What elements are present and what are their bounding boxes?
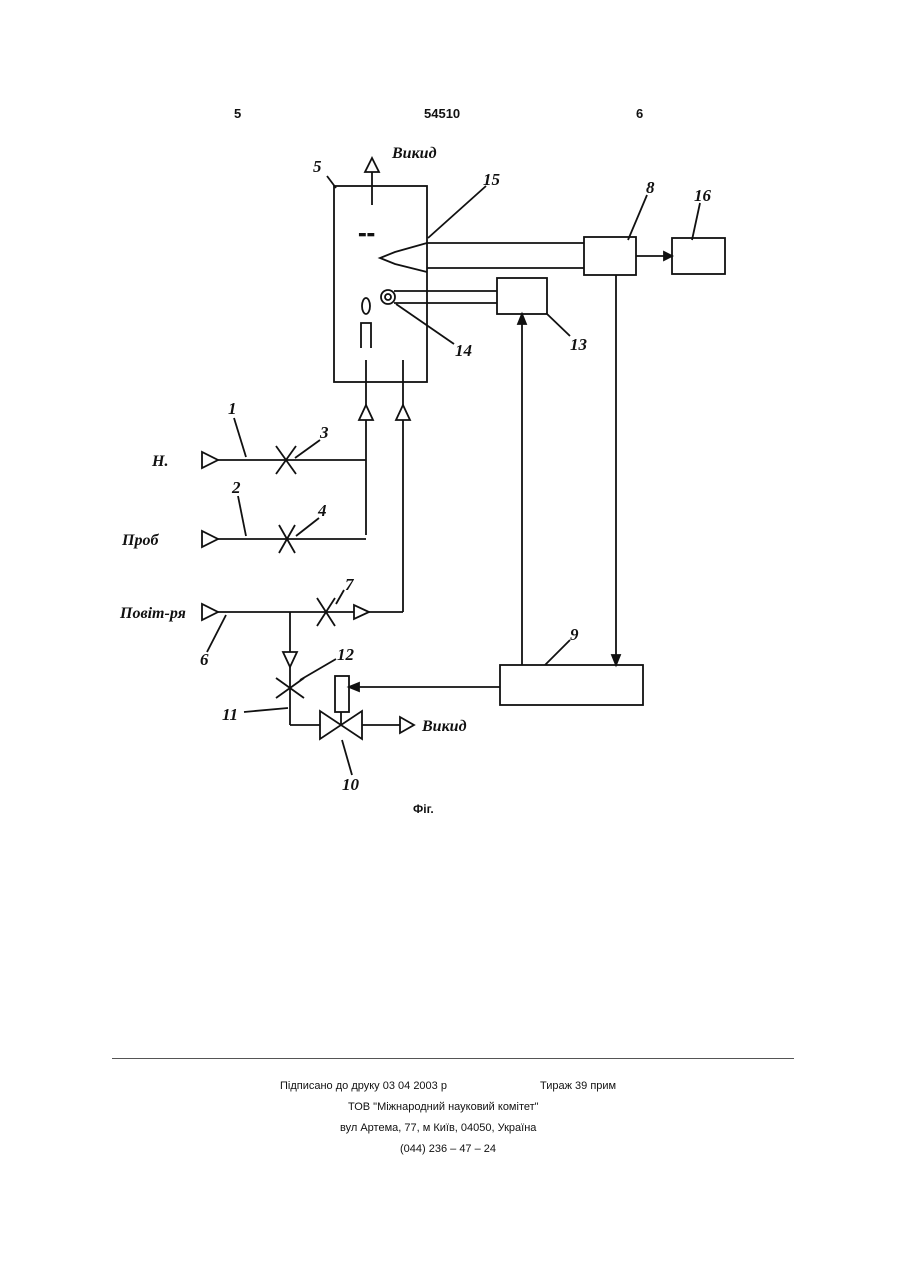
leader-3 xyxy=(295,440,320,458)
label-sample: Проб xyxy=(121,532,159,549)
block-9 xyxy=(500,665,643,705)
figure-caption: Фіг. xyxy=(413,802,434,816)
label-air: Повіт-ря xyxy=(119,605,186,622)
burner-feed-arrow xyxy=(359,405,373,420)
number-7: 7 xyxy=(345,575,355,594)
link-8-16-arrow xyxy=(664,252,672,260)
leader-9 xyxy=(545,640,570,665)
number-4: 4 xyxy=(317,501,327,520)
leader-15 xyxy=(428,186,486,238)
exhaust-bottom-arrow xyxy=(400,717,414,733)
link-9-valve-arrow xyxy=(349,683,359,691)
leader-12 xyxy=(300,659,336,680)
link-8-9-arrow xyxy=(612,655,620,665)
number-8: 8 xyxy=(646,178,655,197)
leader-1 xyxy=(234,418,246,457)
block-8 xyxy=(584,237,636,275)
leader-4 xyxy=(296,518,319,536)
element-14-coil xyxy=(381,290,395,304)
footer-organization: ТОВ "Міжнародний науковий комітет" xyxy=(348,1101,539,1113)
number-10: 10 xyxy=(342,775,360,794)
number-3: 3 xyxy=(319,423,329,442)
footer-print-run: Тираж 39 прим xyxy=(540,1080,616,1092)
label-exhaust-top: Викид xyxy=(391,145,437,162)
flame-icon xyxy=(362,298,370,314)
number-6: 6 xyxy=(200,650,209,669)
number-13: 13 xyxy=(570,335,588,354)
sensor-15-marker: ▬▬ xyxy=(358,230,375,240)
burner-nozzle xyxy=(361,323,371,348)
leader-16 xyxy=(692,203,700,240)
leader-13 xyxy=(546,313,570,336)
footer-phone: (044) 236 – 47 – 24 xyxy=(400,1143,496,1155)
leader-8 xyxy=(628,195,647,240)
number-12: 12 xyxy=(337,645,355,664)
branch-arrow xyxy=(283,652,297,667)
footer-signed-date: Підписано до друку 03 04 2003 р xyxy=(280,1080,447,1092)
leader-7 xyxy=(336,590,344,604)
block-16 xyxy=(672,238,725,274)
number-9: 9 xyxy=(570,625,579,644)
label-exhaust-bottom: Викид xyxy=(421,718,467,735)
block-13 xyxy=(497,278,547,314)
leader-11 xyxy=(244,708,288,712)
leader-6 xyxy=(207,615,226,652)
number-2: 2 xyxy=(231,478,241,497)
number-16: 16 xyxy=(694,186,712,205)
footer-divider xyxy=(112,1058,794,1059)
air-inlet-arrow xyxy=(202,604,218,620)
leader-2 xyxy=(238,496,246,536)
number-1: 1 xyxy=(228,399,237,418)
air-feed-arrow xyxy=(396,405,410,420)
number-11: 11 xyxy=(222,705,238,724)
leader-5 xyxy=(327,176,336,188)
leader-14 xyxy=(396,304,454,344)
label-h2: Н. xyxy=(151,453,168,470)
footer-address: вул Артема, 77, м Київ, 04050, Україна xyxy=(340,1122,536,1134)
sensor-15-probe xyxy=(380,243,427,272)
link-9-13-arrow xyxy=(518,314,526,324)
exhaust-top-arrow xyxy=(365,158,379,172)
number-5: 5 xyxy=(313,157,322,176)
element-14-coil-inner xyxy=(385,294,391,300)
sample-inlet-arrow xyxy=(202,531,218,547)
leader-10 xyxy=(342,740,352,775)
number-14: 14 xyxy=(455,341,472,360)
valve-actuator xyxy=(335,676,349,712)
chamber-5 xyxy=(334,186,427,382)
air-line-arrow xyxy=(354,605,369,619)
h2-inlet-arrow xyxy=(202,452,218,468)
number-15: 15 xyxy=(483,170,501,189)
